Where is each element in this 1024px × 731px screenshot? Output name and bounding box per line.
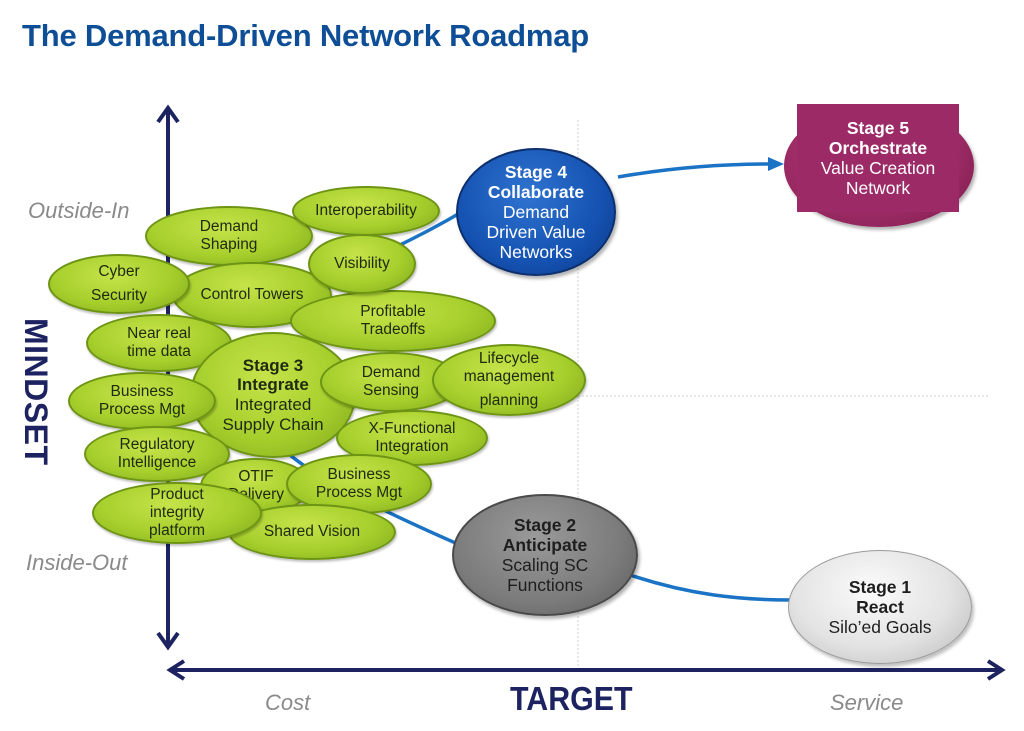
stage5-description: Value Creation: [820, 158, 936, 178]
capability-label: Shaping: [200, 236, 258, 253]
stage2-description: Scaling SC: [501, 555, 589, 575]
stage4-bubble: Stage 4 Collaborate Demand Driven Value …: [456, 148, 616, 276]
stage4-description: Driven Value: [486, 222, 586, 243]
capability-label: integrity: [149, 504, 205, 522]
stage4-name: Collaborate: [487, 181, 585, 202]
capability-label: Integration: [375, 438, 449, 455]
stage5-description: Network: [845, 178, 911, 199]
capability-label: Intelligence: [117, 454, 197, 471]
capability-label: Process Mgt: [98, 401, 186, 418]
capability-label: Product: [150, 486, 204, 504]
axis-title-target: TARGET: [510, 680, 633, 717]
capability-label: Cyber: [98, 263, 140, 281]
axis-label-service: Service: [830, 690, 904, 715]
capability-label: platform: [149, 521, 205, 539]
capability-label: Visibility: [334, 255, 390, 273]
capability-label: Demand: [199, 218, 259, 236]
stage2-name: Anticipate: [502, 534, 588, 555]
capability-bubble: Lifecycle management planning: [432, 344, 586, 416]
capability-bubble: Control Towers: [172, 262, 332, 328]
capability-bubble: Demand Shaping: [145, 206, 313, 266]
stage2-bubble: Stage 2 Anticipate Scaling SC Functions: [452, 494, 638, 616]
capability-bubble: Interoperability: [292, 186, 440, 236]
capability-label: Business: [327, 466, 391, 484]
capability-label: Demand: [361, 364, 421, 382]
horizontal-axis-arrow: [166, 659, 1006, 681]
stage2-number: Stage 2: [513, 514, 577, 535]
capability-bubble: Profitable Tradeoffs: [290, 290, 496, 352]
capability-label: Security: [91, 287, 147, 304]
capability-label: time data: [127, 343, 191, 360]
stage5-box: Stage 5 Orchestrate Value Creation Netwo…: [797, 104, 959, 212]
stage3-description: Supply Chain: [222, 414, 324, 434]
stage1-name: React: [856, 596, 904, 617]
axis-label-cost: Cost: [265, 690, 311, 715]
stage5-name: Orchestrate: [828, 137, 928, 158]
capability-label: planning: [479, 391, 539, 409]
connector-stage4-to-stage5: [617, 162, 771, 179]
capability-bubble: Cyber Security: [48, 254, 190, 314]
capability-label: Profitable: [360, 303, 426, 321]
capability-label: OTIF: [238, 468, 274, 486]
arrowhead-icon: [768, 157, 784, 171]
capability-label: Regulatory: [119, 436, 195, 454]
axis-title-mindset: MINDSET: [18, 318, 54, 466]
stage5-number: Stage 5: [846, 117, 910, 138]
stage1-description: Silo’ed Goals: [828, 617, 932, 638]
stage4-number: Stage 4: [504, 161, 568, 182]
capability-bubble: Visibility: [308, 234, 416, 294]
stage4-description: Networks: [499, 242, 573, 263]
capability-label: Control Towers: [200, 286, 304, 304]
stage1-bubble: Stage 1 React Silo’ed Goals: [788, 550, 972, 664]
connector-stage2-to-stage1: [629, 573, 793, 602]
axis-label-outside-in: Outside-In: [28, 198, 130, 223]
capability-bubble: Business Process Mgt: [68, 372, 216, 430]
capability-label: Sensing: [362, 382, 419, 399]
stage2-description: Functions: [507, 575, 583, 596]
axis-label-inside-out: Inside-Out: [26, 550, 128, 575]
stage3-number: Stage 3: [242, 355, 304, 375]
capability-label: Interoperability: [315, 202, 417, 220]
capability-label: Process Mgt: [315, 484, 403, 501]
stage3-name: Integrate: [237, 375, 309, 395]
capability-label: Shared Vision: [263, 523, 361, 541]
capability-label: Near real: [127, 325, 191, 343]
stage1-number: Stage 1: [848, 576, 912, 597]
capability-label: Business: [110, 383, 174, 401]
page-title: The Demand-Driven Network Roadmap: [22, 18, 590, 53]
stage3-description: Integrated: [234, 395, 312, 414]
capability-label: X-Functional: [368, 420, 456, 438]
stage4-description: Demand: [502, 201, 570, 222]
capability-label: Tradeoffs: [360, 321, 426, 338]
capability-label: Lifecycle: [478, 350, 540, 368]
capability-label: management: [463, 368, 555, 386]
capability-bubble: Product integrity platform: [92, 482, 262, 544]
